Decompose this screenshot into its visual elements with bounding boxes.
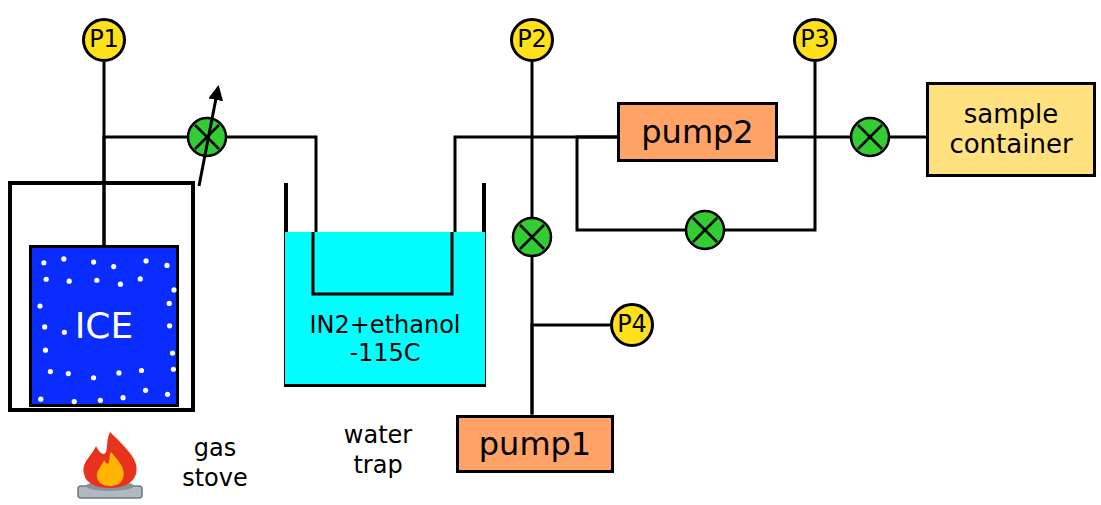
valve-symbol bbox=[686, 211, 724, 249]
node-text: ICE bbox=[75, 305, 134, 346]
node-text: P1 bbox=[89, 26, 119, 54]
adjust-arrow bbox=[199, 88, 218, 186]
pressure-gauge: P1 bbox=[82, 18, 126, 62]
caption-label: gas stove bbox=[175, 433, 255, 493]
node-text: P2 bbox=[517, 26, 547, 54]
node-text: P4 bbox=[617, 311, 647, 339]
caption-label: water trap bbox=[338, 420, 418, 480]
valve-symbol bbox=[851, 118, 889, 156]
pressure-gauge: P4 bbox=[610, 303, 654, 347]
pressure-gauge: P3 bbox=[793, 18, 837, 62]
node-text: pump2 bbox=[641, 114, 753, 151]
pump-box: pump1 bbox=[456, 415, 614, 474]
node-text: IN2+ethanol -115C bbox=[290, 312, 480, 367]
flame-icon bbox=[78, 432, 142, 498]
ice-container bbox=[10, 183, 193, 410]
node-text: P3 bbox=[800, 26, 830, 54]
pump-box: pump2 bbox=[617, 102, 778, 162]
valve-symbol bbox=[513, 218, 551, 256]
pipe-connector bbox=[577, 62, 815, 230]
node-text: pump1 bbox=[479, 426, 591, 463]
node-text: sample container bbox=[931, 100, 1091, 160]
cooling-bath: IN2+ethanol -115C bbox=[285, 232, 485, 383]
ice-block: ICE bbox=[29, 245, 179, 407]
pressure-gauge: P2 bbox=[510, 18, 554, 62]
bath-vessel bbox=[286, 183, 484, 385]
pipe-connector bbox=[532, 325, 610, 415]
sample-container: sample container bbox=[926, 82, 1096, 177]
